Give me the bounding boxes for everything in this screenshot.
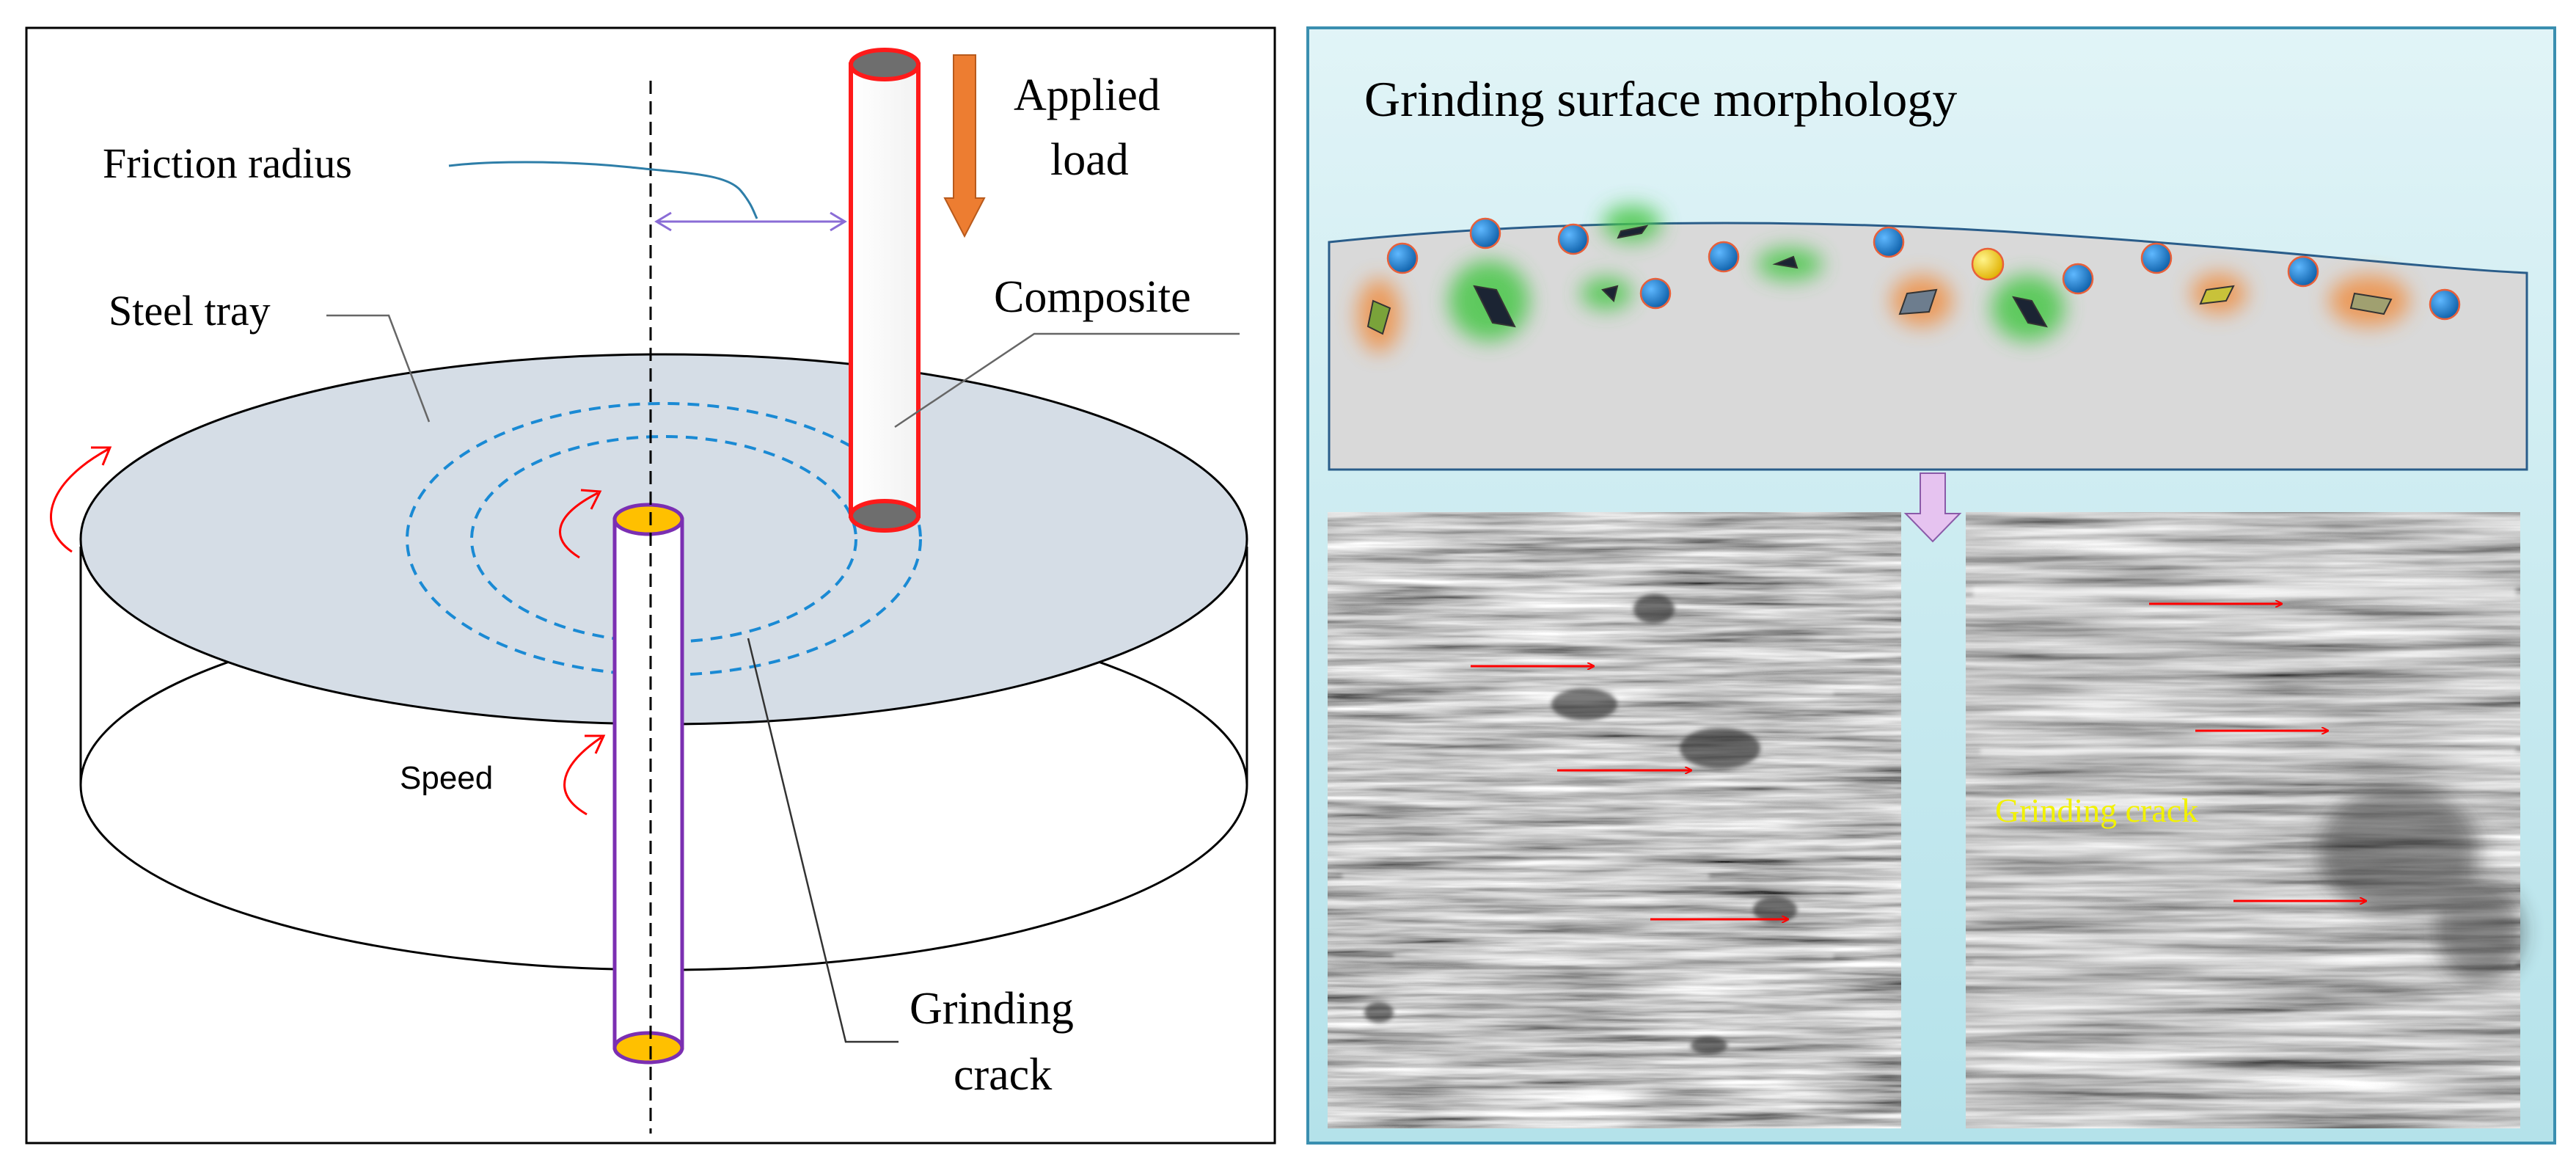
grinding-crack-label-1: Grinding [910, 984, 1074, 1034]
micrograph-grinding-crack-label: Grinding crack [1995, 792, 2198, 829]
steel-tray-label: Steel tray [109, 287, 271, 335]
particle-blue [1708, 241, 1740, 273]
applied-load-label-2: load [1050, 135, 1129, 185]
composite-pin-top-cap [849, 48, 921, 81]
steel-tray-leader [326, 314, 431, 423]
rotation-arrow-tray [50, 448, 109, 553]
particle-blue [2062, 263, 2094, 295]
right-panel-title: Grinding surface morphology [1364, 71, 1957, 127]
purple-pin-top-cap [612, 503, 684, 536]
wear-track-outer [406, 402, 922, 676]
composite-pin [849, 48, 921, 533]
surface-fragments [1366, 225, 2393, 335]
particle-blue [2287, 255, 2319, 288]
sem-micrograph-right [1966, 512, 2523, 1128]
composite-label: Composite [994, 272, 1191, 322]
friction-radius-arrow [654, 211, 847, 232]
sem-micrograph-left [1328, 512, 1901, 1128]
pin-on-disc-schematic: Friction radius Applied load Steel tray … [25, 26, 1276, 1145]
composite-pin-bottom-cap [849, 499, 921, 533]
surface-cross-section [1328, 222, 2528, 471]
friction-radius-label: Friction radius [103, 139, 352, 187]
flow-arrows [1471, 604, 2365, 919]
purple-pin [612, 503, 684, 1065]
composite-leader [894, 332, 1240, 428]
purple-pin-bottom-cap [612, 1031, 684, 1065]
grinding-crack-label-2: crack [954, 1050, 1052, 1100]
particle-blue [1386, 242, 1419, 274]
particle-blue [1639, 277, 1672, 310]
applied-load-label-1: Applied [1014, 70, 1160, 120]
rotation-arrow-pin [559, 492, 599, 559]
grinding-morphology-panel: Grinding surface morphology [1306, 26, 2556, 1145]
particle-blue [1469, 217, 1501, 249]
rotation-arrows [50, 446, 606, 816]
particle-blue [2140, 242, 2173, 274]
surface-particles [1386, 217, 2461, 321]
friction-radius-leader [448, 161, 758, 219]
transition-down-arrow [1903, 472, 1962, 543]
grinding-crack-leader [747, 638, 899, 1043]
particle-blue [2429, 288, 2461, 321]
wear-track-inner [470, 435, 857, 643]
rotation-arrow-speed [563, 736, 602, 816]
applied-load-arrow [943, 54, 986, 238]
particle-yellow [1971, 247, 2005, 281]
particle-blue [1557, 223, 1589, 255]
speed-label: Speed [400, 760, 493, 796]
particle-blue [1873, 226, 1905, 258]
